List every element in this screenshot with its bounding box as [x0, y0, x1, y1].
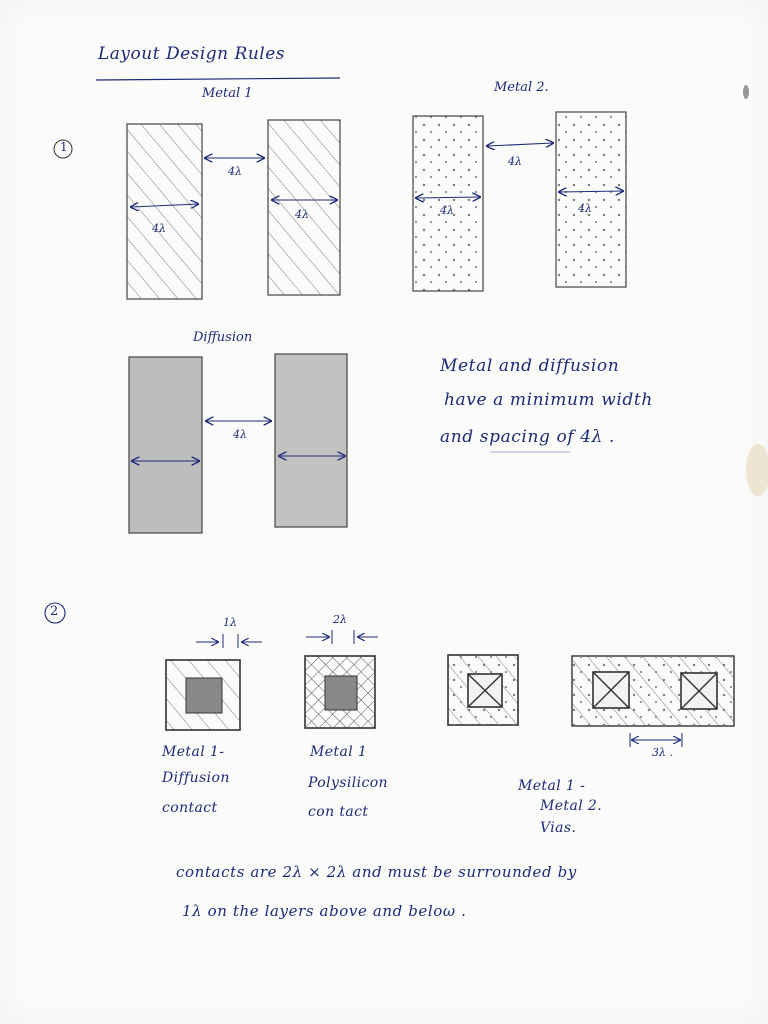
- via-spacing-label: 3λ .: [652, 746, 673, 759]
- page-title: Layout Design Rules: [98, 44, 286, 64]
- contact3-caption-line-2: Metal 2.: [540, 798, 603, 814]
- metal2-heading: Metal 2.: [494, 80, 549, 95]
- m1-spacing-label: 4λ: [228, 165, 242, 178]
- rule1-note-line-2: have a minimum width: [444, 390, 653, 410]
- rule2-note-line-1: contacts are 2λ × 2λ and must be surroun…: [176, 863, 577, 881]
- contact2-caption-line-1: Metal 1: [310, 744, 368, 760]
- title-underline: [95, 77, 341, 81]
- contact3-caption-line-3: Vias.: [540, 820, 577, 836]
- section-marker-1: 1: [60, 140, 68, 154]
- rule1-note-line-1: Metal and diffusion: [440, 356, 620, 376]
- m2-spacing-label: 4λ: [508, 155, 522, 168]
- diff-spacing-label: 4λ: [233, 428, 247, 441]
- contact-1l-label: 1λ: [223, 616, 237, 629]
- metal2-rects: [412, 111, 627, 292]
- section-circle-2: [44, 602, 66, 624]
- metal1-heading: Metal 1: [202, 86, 253, 101]
- contact2-diagram: [304, 630, 378, 729]
- rule2-note-line-2: 1λ on the layers above and beloω .: [182, 902, 467, 920]
- section-marker-2: 2: [50, 604, 59, 619]
- diffusion-rects: [128, 353, 348, 534]
- contact2-caption-line-2: Polysilicon: [308, 775, 388, 791]
- contact1-caption-line-3: contact: [162, 800, 218, 816]
- contact1-caption-line-2: Diffusion: [162, 770, 230, 786]
- metal1-rects: [126, 119, 341, 300]
- contact3-caption-line-1: Metal 1 -: [518, 778, 586, 794]
- rule1-note-line-3: and spacing of 4λ .: [440, 427, 616, 447]
- contact-2l-label: 2λ: [333, 613, 347, 626]
- diffusion-heading: Diffusion: [193, 330, 253, 345]
- section-circle-1: [53, 139, 73, 159]
- contact2-caption-line-3: con tact: [308, 804, 369, 820]
- contact1-caption-line-1: Metal 1-: [162, 744, 225, 760]
- contact1-diagram: [165, 634, 262, 731]
- via-single-diagram: [447, 654, 519, 726]
- via-double-diagram: [571, 655, 735, 747]
